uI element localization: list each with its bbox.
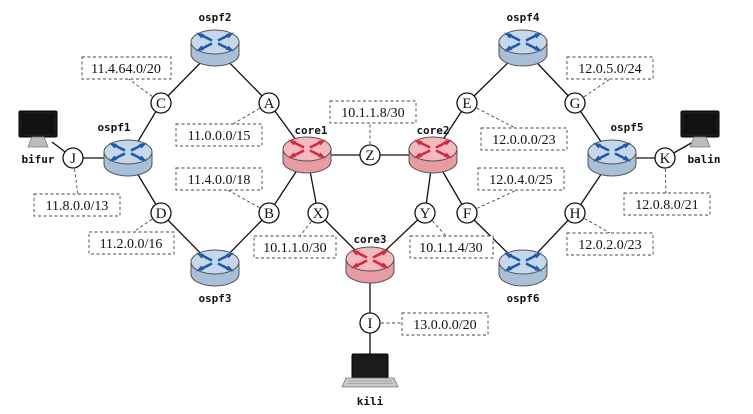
label-core1: core1: [294, 124, 327, 137]
label-core2: core2: [416, 124, 449, 137]
router-core1: [281, 135, 333, 175]
label-ospf5: ospf5: [610, 121, 643, 134]
links: [51, 47, 694, 355]
subnet-B: 11.4.0.0/18: [188, 173, 251, 188]
nodes: C A J D B Z X Y E G F H K I: [62, 92, 676, 334]
host-balin-monitor-icon: [680, 110, 720, 148]
subnet-labels: 11.4.64.0/20 11.0.0.0/15 11.4.0.0/18 11.…: [33, 56, 711, 336]
label-kili: kili: [357, 395, 384, 408]
host-bifur-monitor-icon: [18, 110, 58, 148]
node-F: F: [463, 206, 471, 222]
subnet-H: 12.0.2.0/23: [578, 238, 641, 253]
router-ospf6: [497, 248, 549, 288]
device-labels: ospf2 ospf4 ospf1 ospf5 ospf3 ospf6 core…: [21, 11, 720, 408]
node-J: J: [70, 151, 76, 167]
router-ospf2: [189, 28, 241, 68]
subnet-C: 11.4.64.0/20: [91, 62, 161, 77]
node-C: C: [156, 96, 166, 112]
host-kili-laptop-icon: [341, 353, 399, 388]
label-balin: balin: [687, 153, 720, 166]
subnet-A: 11.0.0.0/15: [188, 129, 251, 144]
subnet-J: 11.8.0.0/13: [46, 199, 109, 214]
node-A: A: [264, 96, 275, 112]
label-core3: core3: [353, 233, 386, 246]
subnet-G: 12.0.5.0/24: [578, 62, 641, 77]
router-ospf1: [102, 138, 154, 178]
node-Y: Y: [420, 206, 431, 222]
subnet-I: 13.0.0.0/20: [413, 318, 476, 333]
node-H: H: [570, 206, 581, 222]
label-ospf4: ospf4: [506, 11, 539, 24]
node-Z: Z: [365, 148, 374, 164]
node-X: X: [313, 206, 324, 222]
subnet-D: 11.2.0.0/16: [100, 237, 163, 252]
node-B: B: [264, 206, 274, 222]
router-ospf4: [497, 28, 549, 68]
subnet-K: 12.0.8.0/21: [635, 198, 698, 213]
router-core2: [407, 135, 459, 175]
subnet-Z: 10.1.1.8/30: [341, 106, 404, 121]
node-K: K: [660, 151, 671, 167]
subnet-F: 12.0.4.0/25: [489, 173, 552, 188]
subnet-E: 12.0.0.0/23: [492, 133, 555, 148]
router-core3: [344, 245, 396, 285]
label-ospf3: ospf3: [198, 292, 231, 305]
label-ospf1: ospf1: [97, 121, 130, 134]
label-ospf6: ospf6: [506, 292, 539, 305]
subnet-Y: 10.1.1.4/30: [419, 241, 482, 256]
label-ospf2: ospf2: [198, 11, 231, 24]
node-I: I: [368, 316, 373, 332]
router-ospf3: [189, 248, 241, 288]
subnet-X: 10.1.1.0/30: [263, 241, 326, 256]
router-ospf5: [586, 138, 638, 178]
node-G: G: [570, 96, 581, 112]
node-E: E: [462, 96, 471, 112]
node-D: D: [156, 206, 167, 222]
label-bifur: bifur: [21, 153, 54, 166]
